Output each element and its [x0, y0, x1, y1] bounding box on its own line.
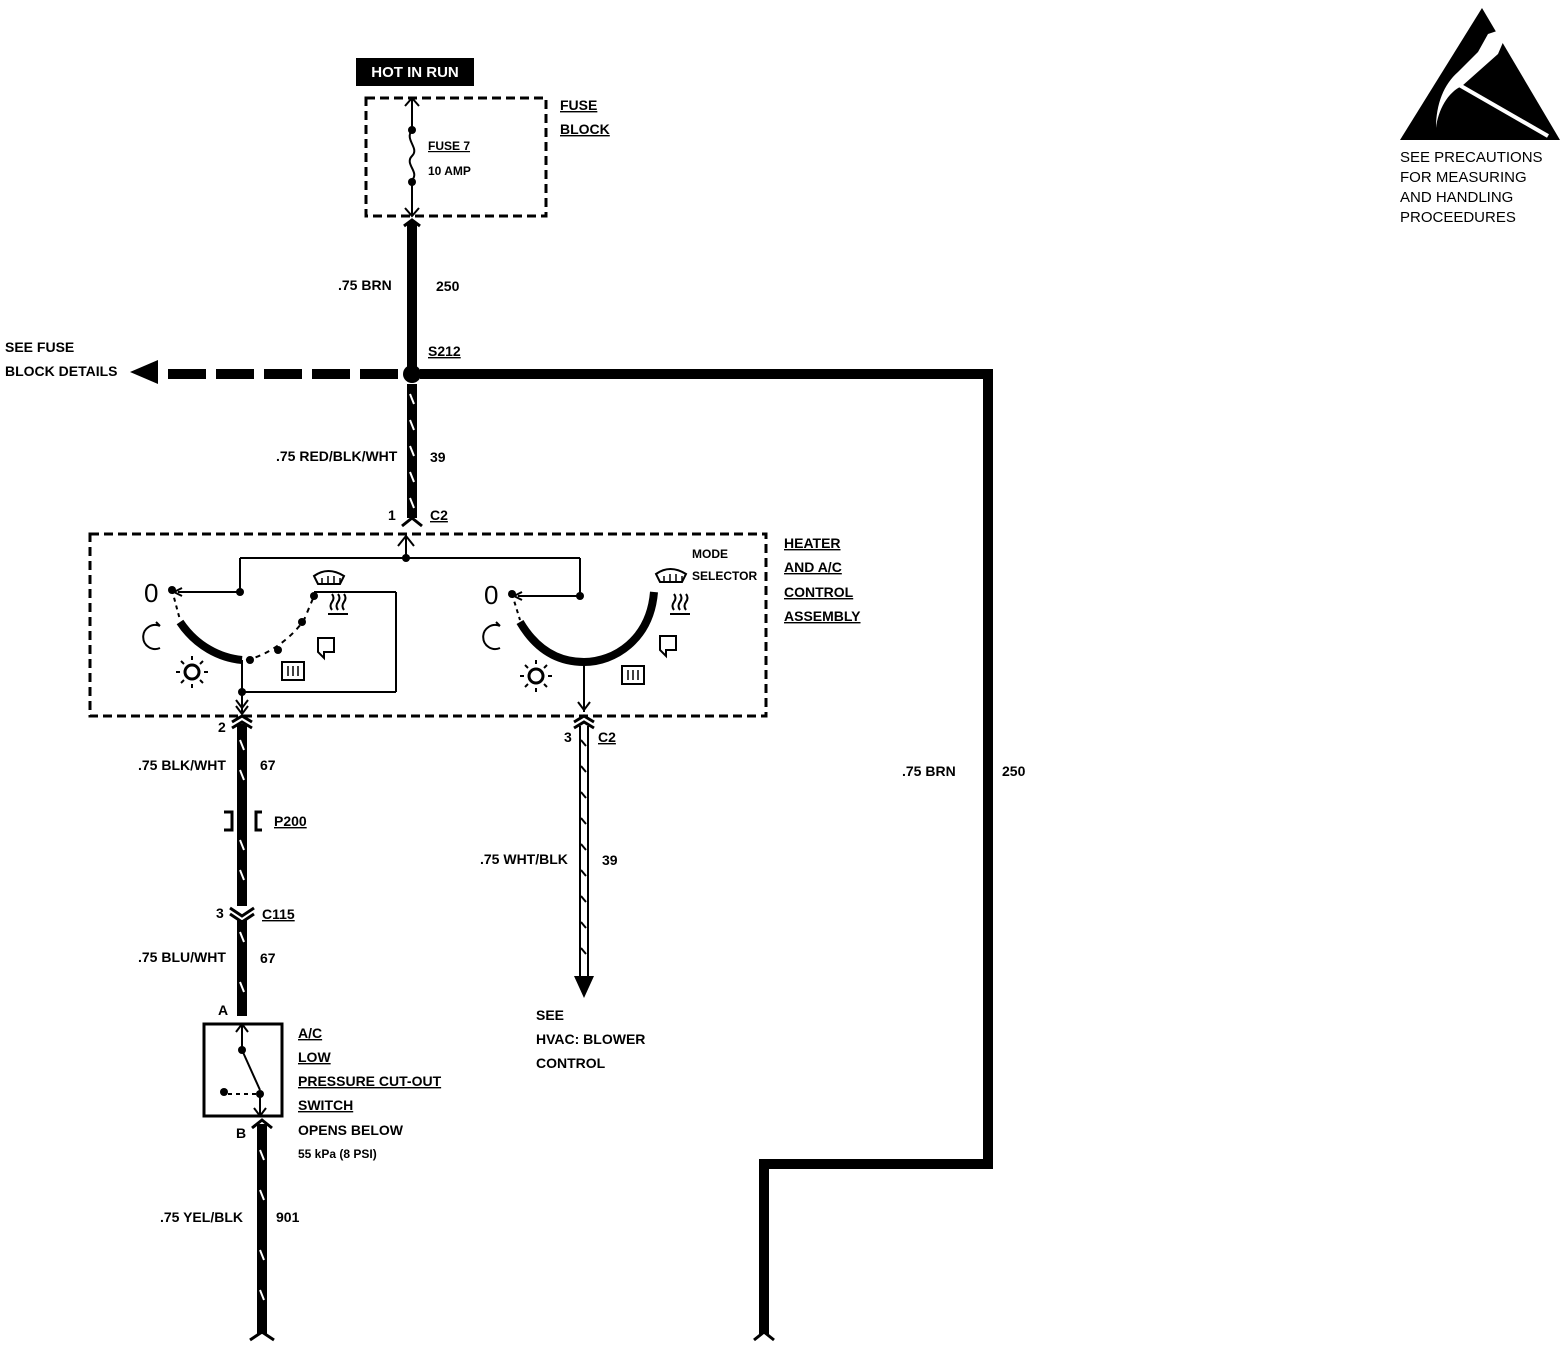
wire-901-circuit: 901: [276, 1209, 300, 1225]
wire-39-white-gauge: .75 WHT/BLK: [480, 851, 568, 867]
p200-connector-icon: [224, 810, 262, 832]
wire-67-upper-gauge: .75 BLK/WHT: [138, 757, 226, 773]
esd-warning: SEE PRECAUTIONS FOR MEASURING AND HANDLI…: [1400, 8, 1560, 226]
left-off-label: 0: [144, 578, 158, 608]
assembly-title-2: AND A/C: [784, 559, 842, 575]
esd-text-3: AND HANDLING: [1400, 189, 1513, 206]
switch-pin-b: B: [236, 1125, 246, 1141]
mode-selector-1: MODE: [692, 547, 728, 561]
splice-s212: S212 SEE FUSE BLOCK DETAILS: [5, 339, 461, 384]
mode-selector-2: SELECTOR: [692, 569, 757, 583]
switch-title-4: SWITCH: [298, 1097, 353, 1113]
fuse-name: FUSE 7: [428, 139, 470, 153]
wire-39-red: .75 RED/BLK/WHT 39 1 C2: [276, 384, 448, 528]
esd-text-4: PROCEEDURES: [1400, 209, 1516, 226]
fuse-block-title-1: FUSE: [560, 97, 597, 113]
wire-67-lower-gauge: .75 BLU/WHT: [138, 949, 226, 965]
c2-left-pin: 2: [218, 719, 226, 735]
c115-label: C115: [262, 906, 295, 922]
wire-39-white-circuit: 39: [602, 852, 618, 868]
wire-250-top: .75 BRN 250: [338, 218, 460, 372]
see-blower-2: HVAC: BLOWER: [536, 1031, 645, 1047]
switch-title-1: A/C: [298, 1025, 322, 1041]
wire-39-circuit: 39: [430, 449, 446, 465]
switch-pin-a: A: [218, 1002, 228, 1018]
wire-top-gauge-color: .75 BRN: [338, 277, 392, 293]
fuse-details-1: SEE FUSE: [5, 339, 74, 355]
defrost-icon: [312, 570, 346, 585]
vent-icon: [317, 637, 335, 661]
assembly-title-1: HEATER: [784, 535, 841, 551]
wire-901-gauge: .75 YEL/BLK: [160, 1209, 243, 1225]
arrow-left-icon: [130, 360, 158, 384]
wire-right-gauge-color: .75 BRN: [902, 763, 956, 779]
c115-pin: 3: [216, 905, 224, 921]
fan-low-icon-2: [520, 660, 552, 692]
hot-in-run-banner: HOT IN RUN: [356, 58, 474, 86]
switch-note-2: 55 kPa (8 PSI): [298, 1147, 377, 1161]
wire-67-lower-circuit: 67: [260, 950, 276, 966]
c2-top-connector: C2: [430, 507, 448, 523]
recirc-icon: [142, 621, 161, 650]
fuse-details-2: BLOCK DETAILS: [5, 363, 118, 379]
esd-warning-icon: [1400, 8, 1560, 140]
c2-top-pin: 1: [388, 507, 396, 523]
switch-title-2: LOW: [298, 1049, 331, 1065]
heat-vent-icon: [328, 593, 348, 615]
defrost-icon-2: [654, 568, 688, 583]
arrow-down-icon: [574, 976, 594, 998]
recirc-icon-2: [482, 621, 501, 650]
switch-note-1: OPENS BELOW: [298, 1122, 404, 1138]
wire-39-gauge-color: .75 RED/BLK/WHT: [276, 448, 398, 464]
wire-250-right: .75 BRN 250: [420, 369, 1026, 1342]
assembly-title-3: CONTROL: [784, 584, 854, 600]
p200-label: P200: [274, 813, 307, 829]
wire-901: .75 YEL/BLK 901: [160, 1118, 300, 1342]
bilevel-icon: [281, 661, 305, 681]
heater-ac-control-assembly: HEATER AND A/C CONTROL ASSEMBLY MODE SEL…: [88, 532, 861, 718]
fuse-icon: [408, 129, 416, 181]
ac-low-pressure-switch: A A/C LOW PRESSURE CUT-OUT SWITCH OPENS …: [202, 1002, 442, 1161]
fuse-block: FUSE 7 10 AMP FUSE BLOCK: [364, 96, 610, 218]
wire-right-circuit: 250: [1002, 763, 1026, 779]
left-mode-switch: 0: [142, 570, 397, 716]
c2-mid-connector: C2: [598, 729, 616, 745]
heat-vent-icon-2: [670, 593, 690, 615]
see-blower-3: CONTROL: [536, 1055, 606, 1071]
fuse-rating: 10 AMP: [428, 164, 471, 178]
fan-low-icon: [176, 656, 208, 688]
bilevel-icon-2: [621, 665, 645, 685]
assembly-title-4: ASSEMBLY: [784, 608, 861, 624]
right-off-label: 0: [484, 580, 498, 610]
switch-title-3: PRESSURE CUT-OUT: [298, 1073, 442, 1089]
fuse-block-title-2: BLOCK: [560, 121, 610, 137]
vent-icon-2: [659, 635, 677, 659]
wire-top-circuit: 250: [436, 278, 460, 294]
right-mode-switch: 0: [482, 568, 690, 712]
esd-text-2: FOR MEASURING: [1400, 169, 1527, 186]
splice-id: S212: [428, 343, 461, 359]
wire-67-upper-circuit: 67: [260, 757, 276, 773]
wire-67-left: 2 .75 BLK/WHT 67 P200 3 C115 .75 BLU/WHT…: [138, 714, 307, 1016]
c2-mid-pin: 3: [564, 729, 572, 745]
hot-in-run-label: HOT IN RUN: [371, 64, 459, 81]
see-blower-1: SEE: [536, 1007, 564, 1023]
wire-39-white: 3 C2 .75 WHT/BLK 39 SEE HVAC: BLOWER CON…: [480, 714, 645, 1071]
esd-text-1: SEE PRECAUTIONS: [1400, 149, 1543, 166]
